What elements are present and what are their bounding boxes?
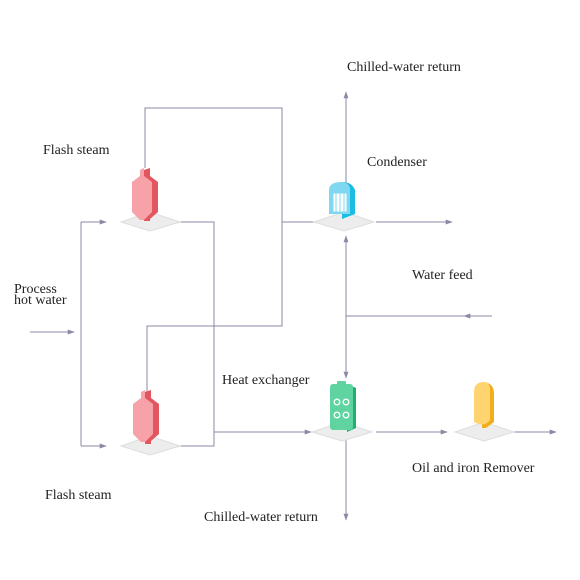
chilled-water-return-bottom-label: Chilled-water return — [204, 510, 318, 525]
top-flash-steam-return — [178, 221, 215, 447]
flash-steam-top-label: Flash steam — [43, 143, 110, 158]
flow-lines — [30, 91, 557, 521]
chilled-water-return-top-label: Chilled-water return — [347, 60, 461, 75]
heat-exchanger-label: Heat exchanger — [222, 373, 310, 388]
process-hot-water-label-line1: Process — [14, 282, 57, 297]
equipment-platforms — [119, 211, 516, 456]
water-feed-label: Water feed — [412, 268, 473, 283]
heat-exchanger-icon — [330, 381, 356, 432]
platform-condenser — [312, 211, 376, 232]
flash-steam-bottom-label: Flash steam — [45, 488, 112, 503]
flash-steam-vessel-icon — [132, 168, 158, 221]
oil-iron-remover-icon — [474, 382, 494, 428]
process-hot-water-label-line2: hot water — [14, 293, 67, 308]
flash-steam-vessel-icon — [133, 390, 159, 444]
condenser-icon — [329, 182, 355, 219]
condenser-label: Condenser — [367, 155, 427, 170]
platform-oil-remover — [453, 421, 516, 442]
oil-and-iron-remover-label: Oil and iron Remover — [412, 461, 535, 476]
top-flash-steam-to-condenser — [144, 107, 316, 223]
